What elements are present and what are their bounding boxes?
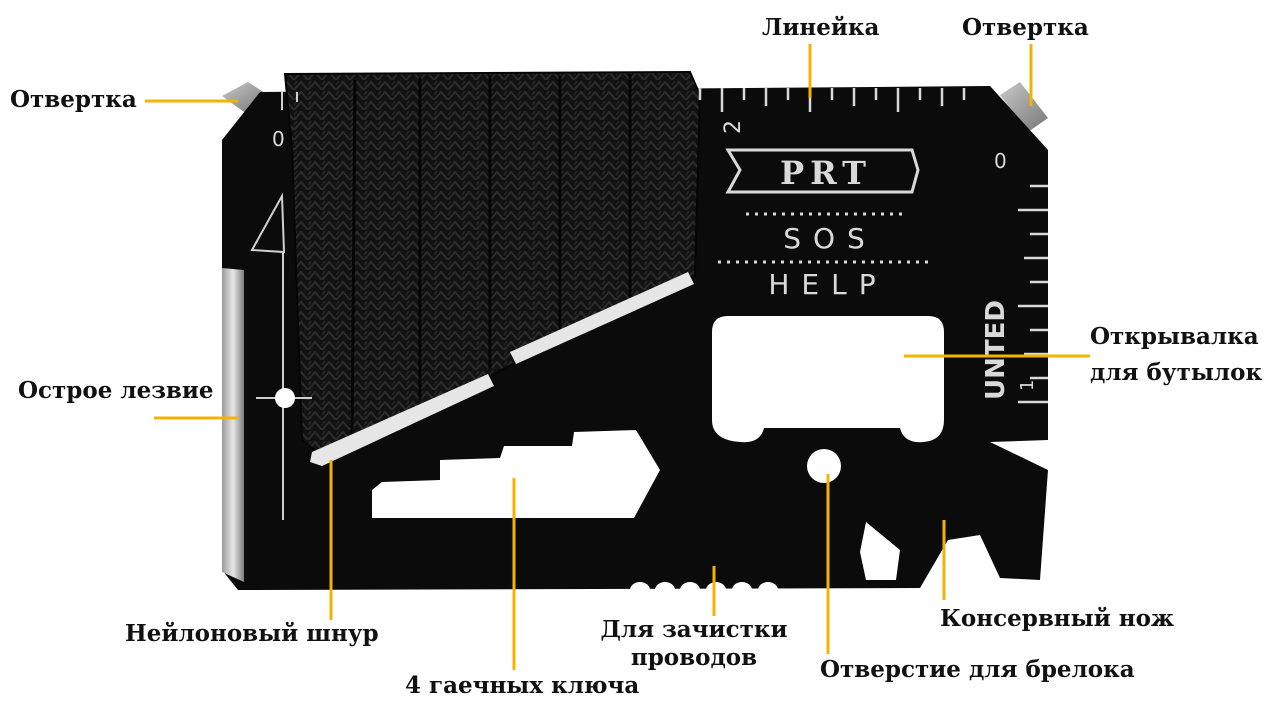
label-wire-stripper-line2: проводов [630,644,758,671]
top-ruler-two: 2 [721,120,746,134]
label-keyring-hole: Отверстие для брелока [820,656,1135,683]
engraved-arrow [250,192,286,254]
right-ruler-one: 1 [1017,380,1038,391]
label-bottle-opener-line1: Открывалка [1090,323,1259,350]
right-ruler-ticks [1018,184,1048,404]
left-screwdriver-tip [222,82,268,112]
wrench-cutout [372,430,660,518]
can-opener-notch [860,522,900,580]
brand-logo-text: PRT [780,154,872,192]
label-nylon-cord: Нейлоновый шнур [125,620,379,647]
sharp-blade-edge [222,268,244,582]
right-ruler-zero: 0 [994,149,1007,173]
help-text: HELP [768,268,887,301]
label-screwdriver-left: Отвертка [10,86,137,113]
brand-logo-frame [725,148,920,194]
wire-stripper-notches [630,582,778,598]
bottle-opener-cutout [712,316,944,443]
left-ruler-zero: 0 [272,127,285,151]
label-sharp-blade: Острое лезвие [18,377,214,404]
left-ruler-ticks [281,92,298,110]
label-screwdriver-right: Отвертка [962,14,1089,41]
sos-text: SOS [783,222,877,255]
label-bottle-opener-line2: для бутылок [1090,359,1263,386]
label-ruler: Линейка [762,14,880,41]
vertical-engraving: UNTED [981,300,1011,400]
label-wire-stripper-line1: Для зачистки [600,616,788,643]
cord-slot-lower [310,374,494,466]
right-screwdriver-tip [1000,82,1048,132]
label-wrenches: 4 гаечных ключа [405,672,640,699]
compass-hole [275,388,295,408]
top-ruler-ticks [698,88,966,112]
label-can-opener: Консервный нож [940,605,1175,632]
keyring-hole-cutout [807,449,841,483]
leader-lines [145,44,1090,670]
cord-slot-upper [510,272,694,364]
